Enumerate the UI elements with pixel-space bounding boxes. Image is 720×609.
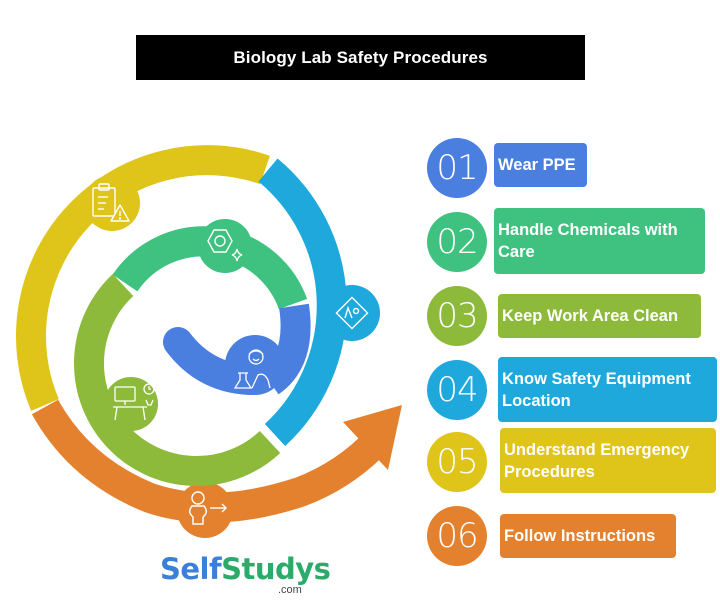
step-number-badge: 02 [427,212,487,272]
spiral-segment-blue [163,303,311,395]
step-label: Know Safety Equipment Location [498,357,717,422]
logo-part-studys: Studys [221,552,331,586]
step-number-badge: 06 [427,506,487,566]
desk-computer-clock-icon [113,383,155,421]
step-number-badge: 01 [427,138,487,198]
step-label: Wear PPE [494,143,587,187]
step-label: Keep Work Area Clean [498,294,701,338]
clipboard-warning-icon [92,183,130,222]
step-label: Handle Chemicals with Care [494,208,705,274]
person-arrow-icon [189,491,227,525]
step-number-badge: 05 [427,432,487,492]
spiral-segment-green [112,219,308,310]
page-title: Biology Lab Safety Procedures [233,47,488,67]
logo-suffix: .com [278,584,302,596]
step-label: Follow Instructions [500,514,676,558]
spiral-segment-cyan [258,158,380,447]
map-location-icon [335,296,369,330]
scientist-flask-icon [233,349,271,389]
hexagon-sparkle-icon [207,229,243,262]
logo-part-self: Self [160,552,222,586]
spiral-segment-orange [31,399,402,538]
step-number-badge: 04 [427,360,487,420]
step-number-badge: 03 [427,286,487,346]
selfstudys-logo: SelfStudys .com [160,552,331,596]
step-label: Understand Emergency Procedures [500,428,716,493]
title-banner: Biology Lab Safety Procedures [136,35,585,80]
